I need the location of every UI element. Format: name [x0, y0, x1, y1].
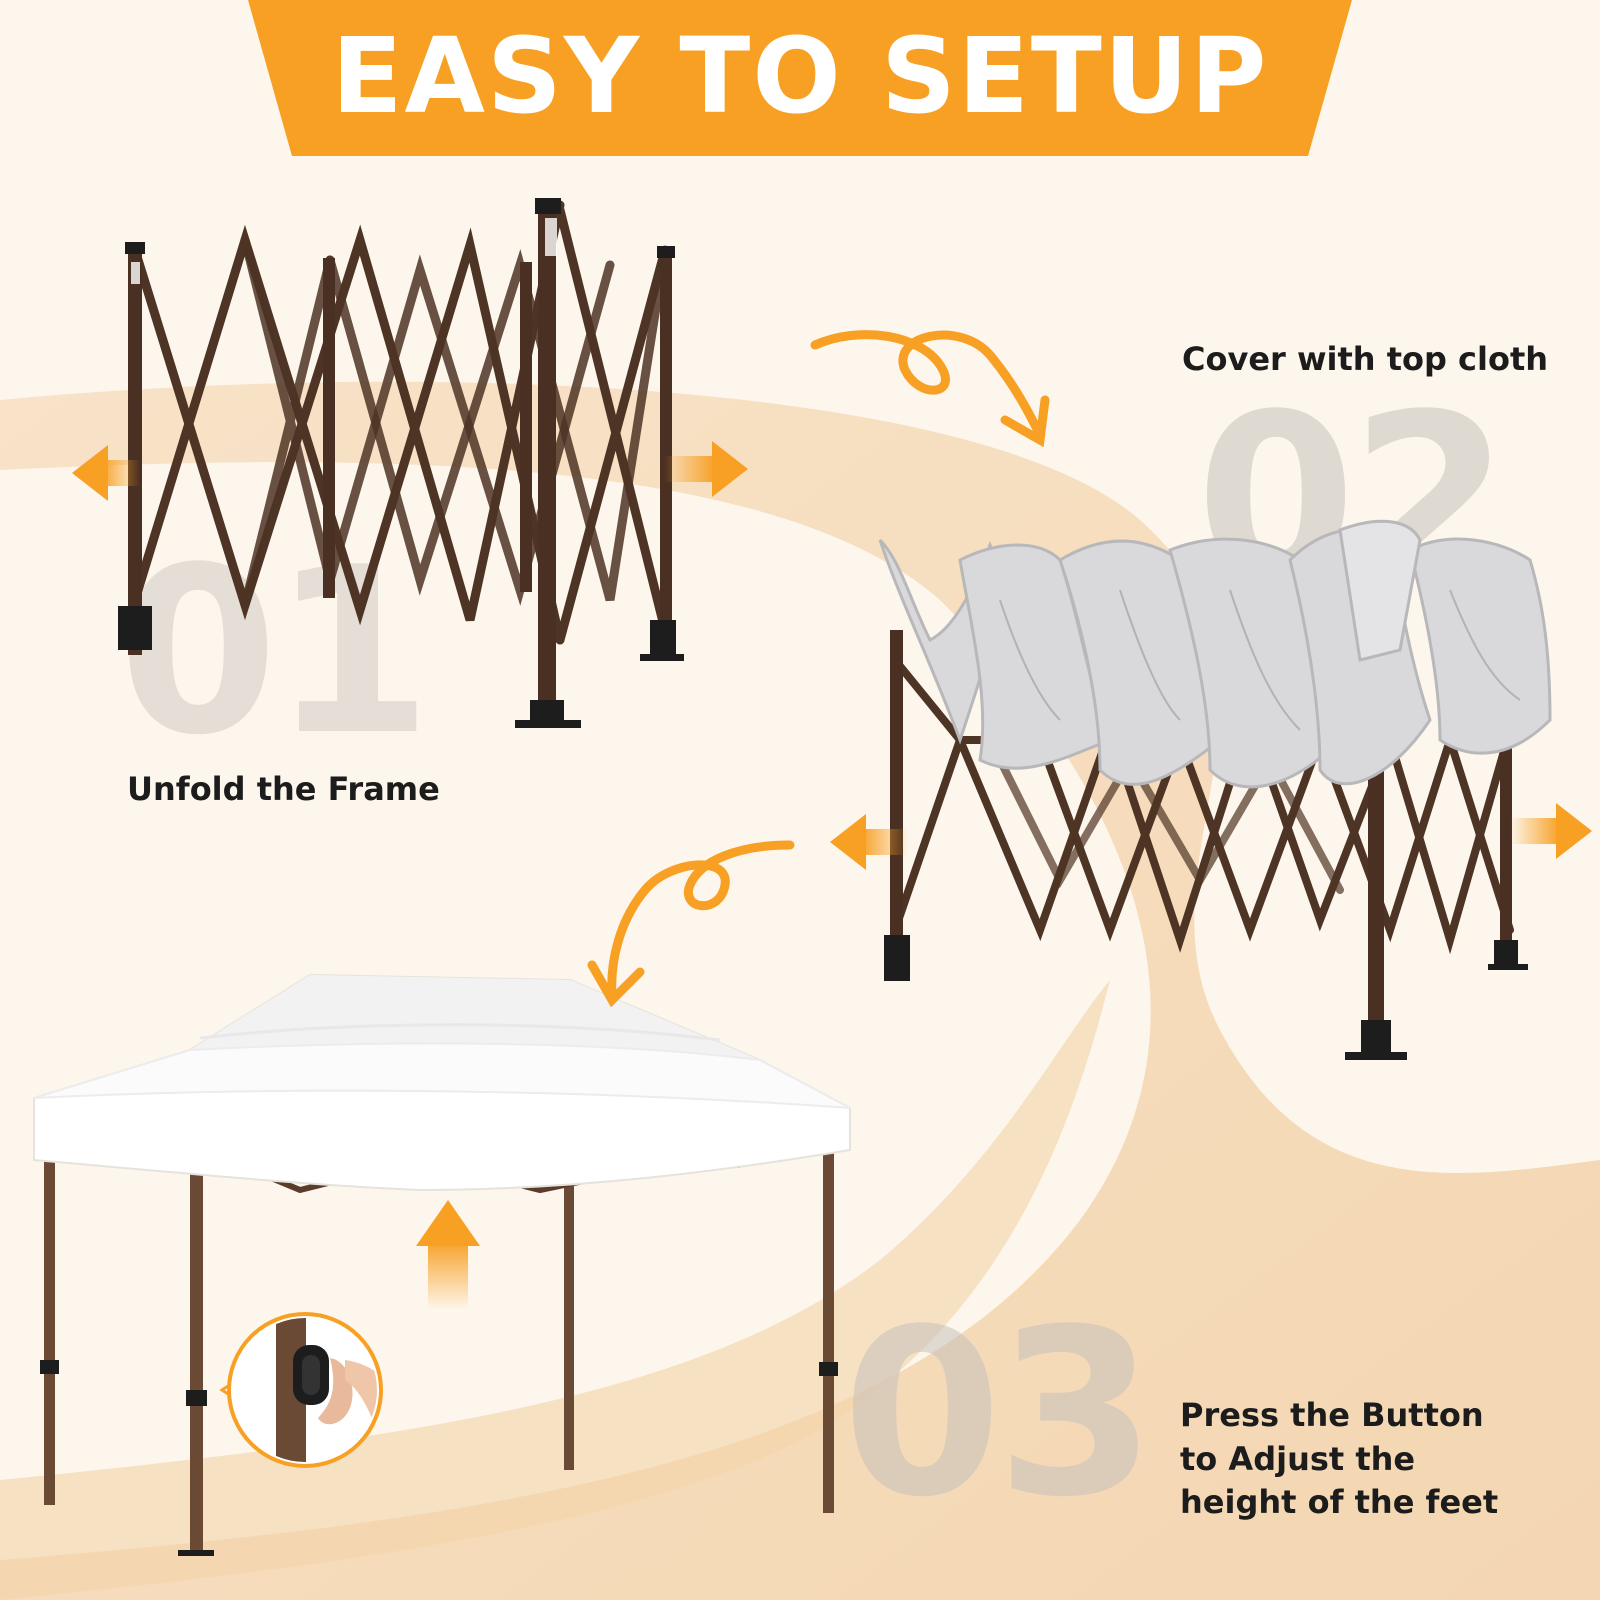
step-3-number: 03 [842, 1281, 1156, 1548]
double-arrow-icon [72, 441, 748, 501]
step-3-caption-line: to Adjust the [1180, 1439, 1416, 1478]
step-3-caption-line: height of the feet [1180, 1483, 1499, 1522]
up-arrow-icon [416, 1200, 480, 1310]
banner-shape [248, 0, 1352, 156]
double-arrow-icon [830, 803, 1592, 870]
title-banner [248, 0, 1352, 156]
step-3-caption-line: Press the Button [1180, 1396, 1484, 1434]
curved-arrow-icon [810, 330, 1050, 448]
curved-arrow-icon [587, 840, 795, 1008]
step-3-caption: Press the Button to Adjust the height of… [1180, 1394, 1580, 1525]
step-1-caption: Unfold the Frame [127, 770, 440, 808]
page-title: EASY TO SETUP [331, 15, 1269, 137]
step-2-caption: Cover with top cloth [1182, 340, 1549, 378]
step-1-number: 01 [118, 519, 432, 786]
